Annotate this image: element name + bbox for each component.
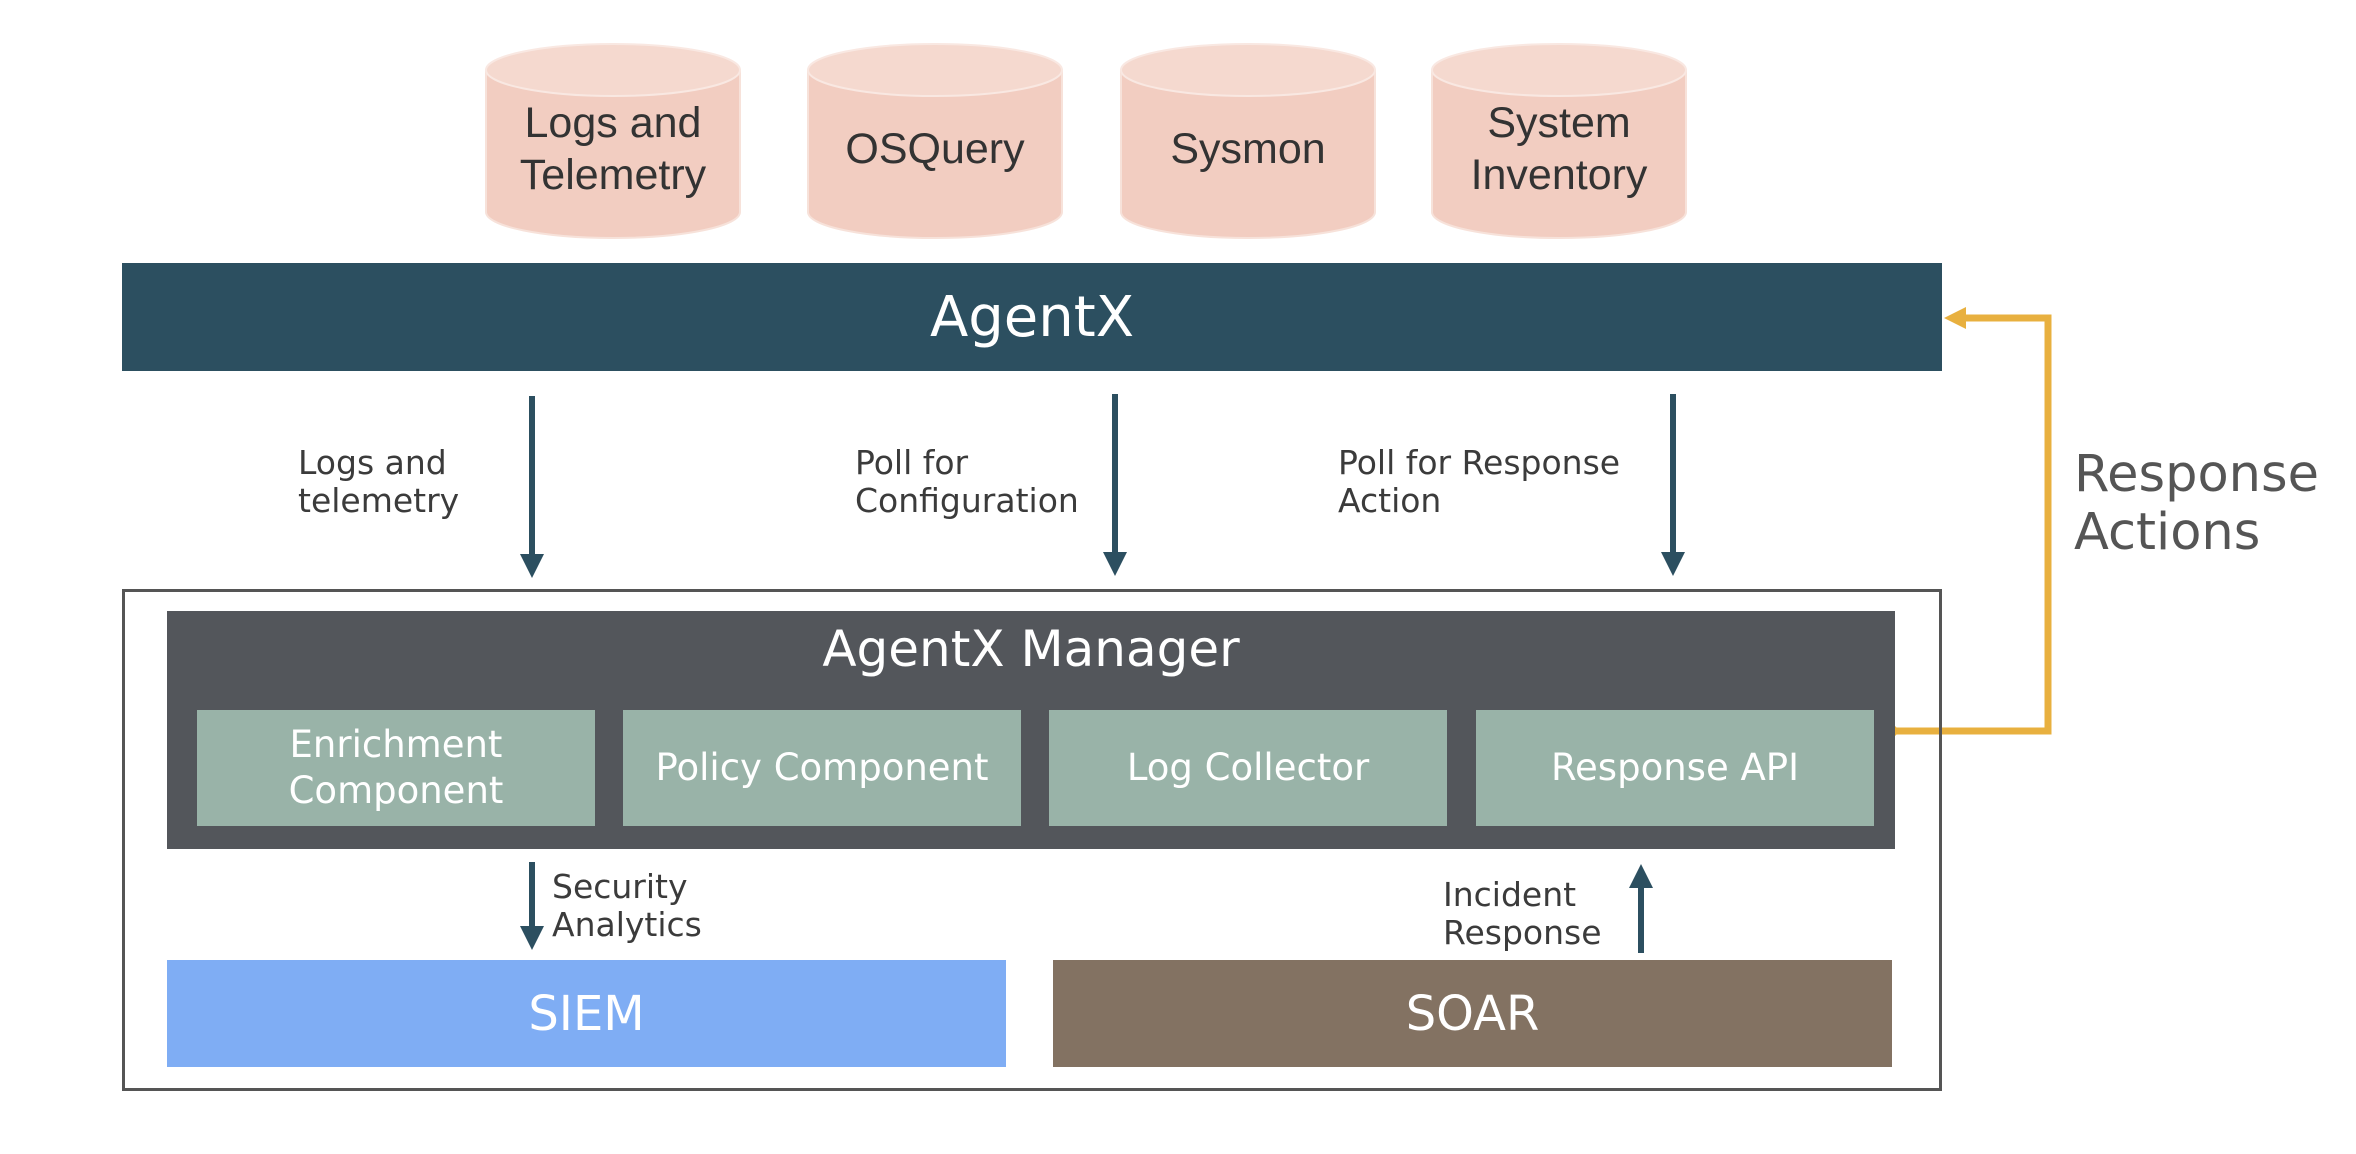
source-label: Sysmon xyxy=(1170,125,1326,173)
soar-box: SOAR xyxy=(1053,960,1892,1067)
flow-label-incident-response: Incident Response xyxy=(1443,875,1602,952)
flow-label-response-poll: Poll for Response Action xyxy=(1338,443,1621,520)
arrow-response-poll-head xyxy=(1661,552,1685,576)
source-system-inventory: System Inventory xyxy=(1430,42,1688,240)
agentx-manager-title: AgentX Manager xyxy=(822,620,1240,678)
flow-label-security-analytics: Security Analytics xyxy=(552,867,702,944)
siem-box: SIEM xyxy=(167,960,1006,1067)
cylinder-shape xyxy=(1120,43,1376,239)
response-actions-label: Response Actions xyxy=(2074,445,2319,562)
manager-container xyxy=(122,589,1942,1091)
source-label: OSQuery xyxy=(845,125,1025,173)
cylinder-shape xyxy=(1431,43,1687,239)
arrow-incident-response-head xyxy=(1629,864,1653,888)
source-osquery: OSQuery xyxy=(806,42,1064,240)
arrow-logs-head xyxy=(520,554,544,578)
response-api: Response API xyxy=(1476,710,1874,826)
cylinder-shape xyxy=(807,43,1063,239)
enrichment-component: Enrichment Component xyxy=(197,710,595,826)
flow-label-logs: Logs and telemetry xyxy=(298,443,460,520)
flow-label-config: Poll for Configuration xyxy=(855,443,1079,520)
policy-component: Policy Component xyxy=(623,710,1021,826)
arrow-config-head xyxy=(1103,552,1127,576)
source-label: System Inventory xyxy=(1470,99,1648,199)
agentx-bar: AgentX xyxy=(122,263,1942,371)
source-logs-telemetry: Logs and Telemetry xyxy=(484,42,742,240)
source-label: Logs and Telemetry xyxy=(519,99,707,199)
arrow-security-analytics-head xyxy=(520,926,544,950)
log-collector: Log Collector xyxy=(1049,710,1447,826)
cylinder-shape xyxy=(485,43,741,239)
arrow-response-actions xyxy=(1892,314,2052,735)
source-sysmon: Sysmon xyxy=(1119,42,1377,240)
arrow-response-actions-head xyxy=(1944,307,1966,329)
